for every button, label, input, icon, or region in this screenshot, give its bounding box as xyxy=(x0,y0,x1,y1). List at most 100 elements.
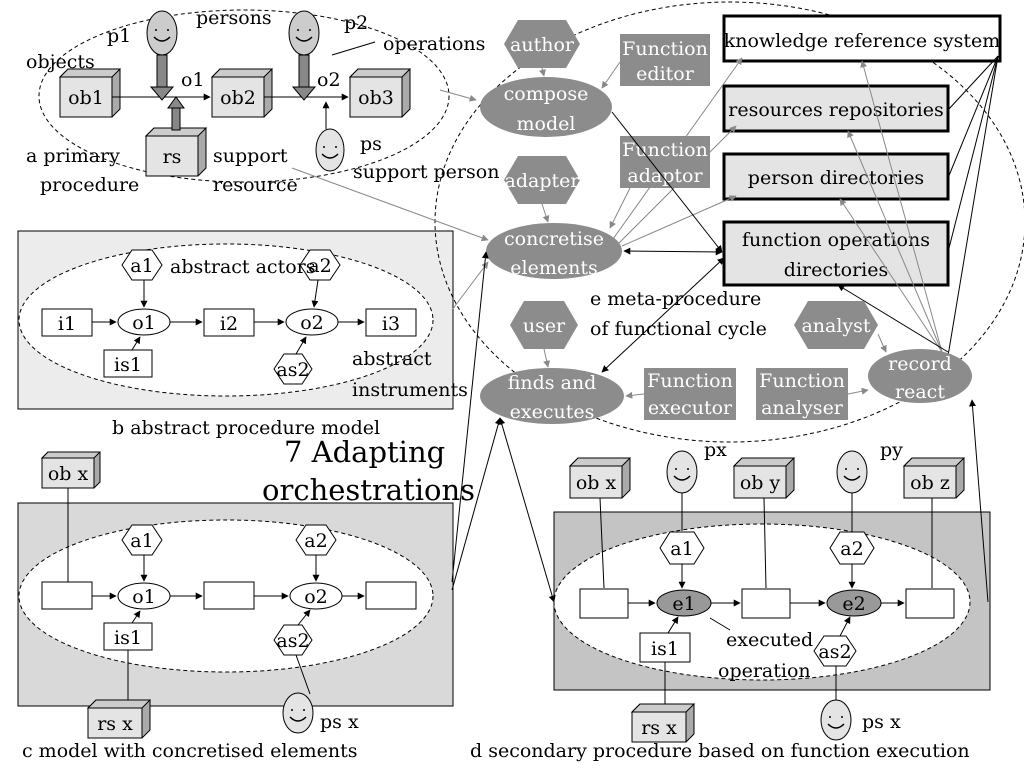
svg-text:finds and: finds and xyxy=(508,372,597,394)
support-person-ps-icon xyxy=(315,101,345,172)
section-b: i1 i2 i3 o1 o2 a1 a2 is1 as2 abstract ac… xyxy=(41,249,468,439)
svg-text:resources repositories: resources repositories xyxy=(728,99,944,121)
title-line2: orchestrations xyxy=(262,473,475,507)
ellipse-a xyxy=(38,9,450,183)
svg-text:rs: rs xyxy=(163,146,182,168)
svg-text:adaptor: adaptor xyxy=(627,165,703,187)
label-objects: objects xyxy=(26,51,95,73)
box-person-directories xyxy=(722,152,950,201)
box-resources-repositories xyxy=(722,84,950,133)
svg-text:author: author xyxy=(510,34,575,56)
node-b-is1: is1 xyxy=(114,354,142,376)
node-d-is1: is1 xyxy=(651,638,679,660)
svg-text:react: react xyxy=(895,381,945,403)
svg-text:elements: elements xyxy=(510,257,597,279)
svg-text:ob2: ob2 xyxy=(220,87,256,109)
person-p1-icon xyxy=(146,10,178,101)
label-d-ps-x: ps x xyxy=(862,711,901,733)
svg-text:Function: Function xyxy=(647,370,733,392)
label-o1: o1 xyxy=(181,69,205,91)
label-p1: p1 xyxy=(107,25,131,47)
svg-text:compose: compose xyxy=(504,83,589,105)
svg-text:Function: Function xyxy=(622,139,708,161)
svg-text:executes: executes xyxy=(510,401,595,423)
svg-text:executor: executor xyxy=(648,397,733,419)
person-py-icon xyxy=(836,450,868,494)
box-knowledge-reference-system xyxy=(722,14,1002,63)
label-resource: resource xyxy=(213,174,298,196)
process-compose-model xyxy=(480,77,612,137)
svg-text:editor: editor xyxy=(636,63,695,85)
svg-text:record: record xyxy=(888,353,952,375)
svg-text:ob y: ob y xyxy=(740,472,781,494)
svg-text:concretise: concretise xyxy=(504,228,604,250)
section-d: ob x ob y ob z px py xyxy=(470,439,970,762)
svg-text:adapter: adapter xyxy=(505,170,581,192)
svg-text:user: user xyxy=(523,315,566,337)
label-p2: p2 xyxy=(344,12,368,34)
label-instruments: instruments xyxy=(352,379,468,401)
node-i2: i2 xyxy=(220,313,238,335)
label-py: py xyxy=(880,439,903,461)
title-line1: 7 Adapting xyxy=(284,435,445,469)
node-e2: e2 xyxy=(842,593,865,615)
label-abstract-actors: abstract actors xyxy=(170,256,315,278)
person-px-icon xyxy=(666,450,698,494)
caption-d: d secondary procedure based on function … xyxy=(470,740,970,762)
node-i3: i3 xyxy=(382,313,400,335)
label-meta-procedure: e meta-procedure xyxy=(590,288,761,310)
cube-ob1: ob1 xyxy=(58,68,122,118)
node-d-a2: a2 xyxy=(840,538,863,560)
cube-d-ob-y: ob y xyxy=(732,457,796,499)
node-c-o1: o1 xyxy=(132,586,156,608)
ellipse-e xyxy=(434,1,1024,443)
node-c-is1: is1 xyxy=(114,627,142,649)
label-support-person: support person xyxy=(353,161,499,183)
svg-text:ob3: ob3 xyxy=(358,87,394,109)
svg-text:person directories: person directories xyxy=(748,167,924,189)
cube-ob3: ob3 xyxy=(348,68,412,118)
caption-a-line2: procedure xyxy=(40,174,139,196)
cube-rs: rs xyxy=(144,127,208,177)
node-b-o1: o1 xyxy=(132,312,156,334)
svg-text:function operations: function operations xyxy=(742,229,930,251)
node-b-a1: a1 xyxy=(130,255,153,277)
section-c: ob x o1 o2 a1 a2 is1 as2 rs x xyxy=(22,451,417,762)
label-support: support xyxy=(213,145,288,167)
actor-analyst xyxy=(794,301,878,349)
tool-function-editor xyxy=(620,34,710,86)
svg-text:directories: directories xyxy=(784,259,888,281)
svg-text:ob z: ob z xyxy=(910,472,950,494)
label-o2: o2 xyxy=(317,69,341,91)
cube-ob2: ob2 xyxy=(210,68,274,118)
label-persons: persons xyxy=(196,7,272,29)
svg-text:knowledge reference system: knowledge reference system xyxy=(724,30,1001,52)
cube-c-rs-x: rs x xyxy=(86,699,152,739)
cube-d-ob-z: ob z xyxy=(902,457,966,499)
label-functional-cycle: of functional cycle xyxy=(590,318,767,340)
label-px: px xyxy=(704,439,727,461)
label-operations: operations xyxy=(383,33,485,55)
cube-c-ob-x: ob x xyxy=(40,451,102,489)
person-d-ps-x-icon xyxy=(820,699,852,741)
section-e: knowledge reference system resources rep… xyxy=(291,14,1002,603)
svg-text:model: model xyxy=(517,113,576,135)
cube-d-rs-x: rs x xyxy=(630,703,696,743)
tool-function-analyser xyxy=(756,368,848,420)
node-b-o2: o2 xyxy=(300,312,324,334)
node-e1: e1 xyxy=(672,593,695,615)
node-b-a2: a2 xyxy=(308,255,331,277)
label-c-ps-x: ps x xyxy=(320,711,359,733)
svg-text:rs x: rs x xyxy=(641,717,677,739)
svg-text:rs x: rs x xyxy=(97,713,133,735)
svg-text:ob1: ob1 xyxy=(68,87,104,109)
node-c-o2: o2 xyxy=(304,586,328,608)
actor-author xyxy=(504,20,580,68)
caption-a-line1: a primary xyxy=(26,145,120,167)
tool-function-executor xyxy=(644,368,736,420)
node-c-a1: a1 xyxy=(130,530,153,552)
support-arrow-icon xyxy=(171,107,181,131)
node-d-as2: as2 xyxy=(818,641,851,663)
box-function-operations-directories xyxy=(722,220,950,287)
